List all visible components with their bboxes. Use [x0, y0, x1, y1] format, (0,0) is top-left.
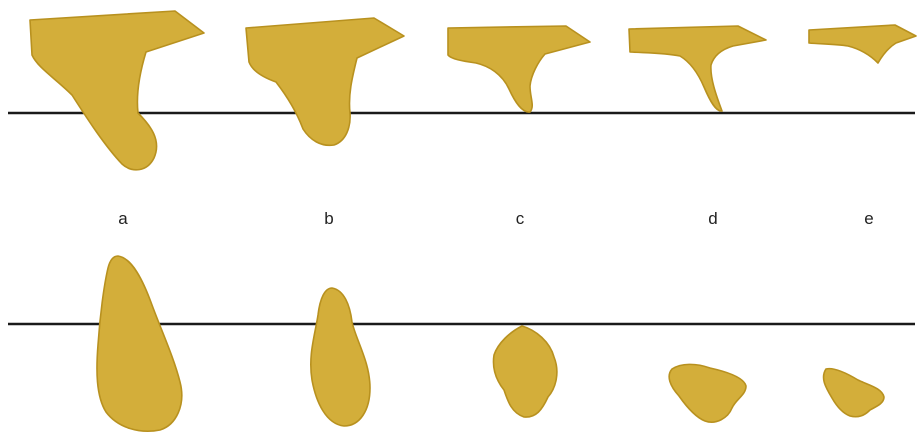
top-shape-a — [30, 11, 204, 170]
label-d: d — [708, 209, 717, 228]
top-row — [30, 11, 916, 170]
bottom-row — [97, 256, 884, 431]
bottom-shape-b — [311, 288, 370, 426]
top-shape-c — [448, 26, 590, 112]
top-shape-d — [629, 26, 766, 111]
label-b: b — [324, 209, 333, 228]
label-e: e — [864, 209, 873, 228]
label-a: a — [118, 209, 128, 228]
bottom-shape-e — [824, 369, 884, 417]
label-c: c — [516, 209, 525, 228]
label-row: a b c d e — [118, 209, 873, 228]
bottom-shape-a — [97, 256, 182, 431]
top-shape-b — [246, 18, 404, 145]
top-shape-e — [809, 25, 916, 63]
bottom-shape-c — [493, 326, 556, 417]
bottom-shape-d — [669, 364, 746, 422]
